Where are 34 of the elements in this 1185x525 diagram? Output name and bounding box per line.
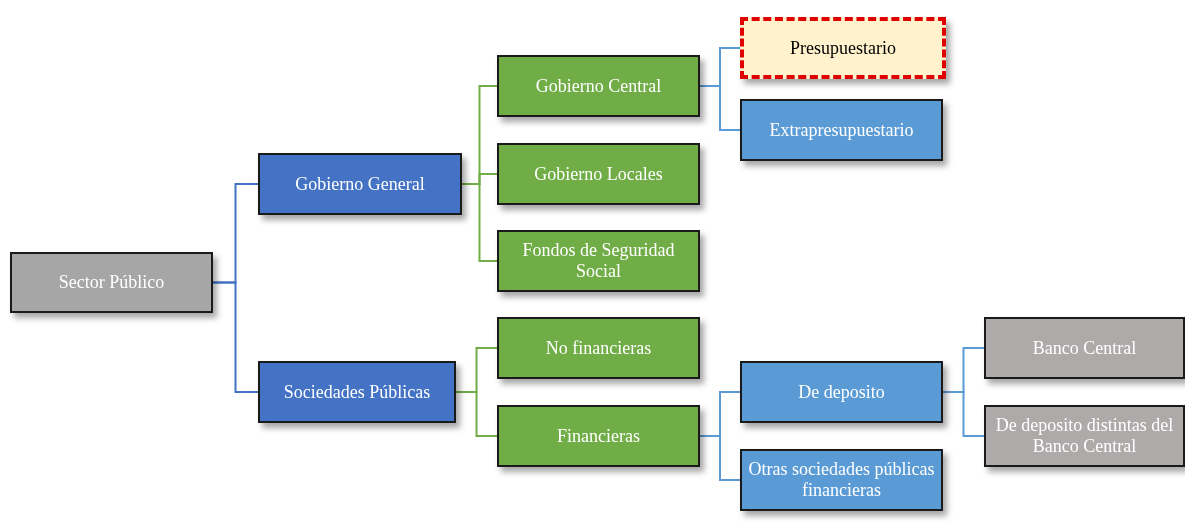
- box-label: Sector Público: [58, 272, 165, 293]
- category-box: [497, 55, 700, 117]
- category-box: [497, 317, 700, 379]
- category-box: [740, 99, 943, 161]
- category-box: [497, 230, 700, 292]
- connector-line: [942, 391, 985, 437]
- box-label: Banco Central: [1032, 337, 1137, 359]
- category-box: [258, 361, 456, 423]
- category-box: [984, 405, 1185, 467]
- connector-line: [699, 85, 741, 131]
- connector-line: [212, 281, 259, 393]
- box-label: Gobierno General: [295, 173, 425, 195]
- connector-line: [461, 183, 498, 262]
- category-box: [740, 449, 943, 511]
- highlighted-category-box: [740, 17, 946, 79]
- category-box: [10, 252, 213, 313]
- connector-line: [699, 435, 741, 481]
- box-label: Otras sociedades públicas financieras: [748, 459, 935, 501]
- category-box: [497, 405, 700, 467]
- box-label: De deposito: [798, 381, 885, 403]
- box-label: Extrapresupuestario: [769, 119, 914, 141]
- box-label: Sociedades Públicas: [283, 381, 431, 403]
- category-box: [258, 153, 462, 215]
- box-label: No financieras: [545, 337, 652, 359]
- category-box: [497, 143, 700, 205]
- box-label: Gobierno Locales: [534, 163, 663, 185]
- box-label: Fondos de Seguridad Social: [521, 240, 676, 282]
- category-box: [984, 317, 1185, 379]
- box-label: Gobierno Central: [535, 75, 662, 97]
- category-box: [740, 361, 943, 423]
- box-label: Presupuestario: [790, 37, 896, 59]
- box-label: De deposito distintas del Banco Central: [994, 415, 1175, 457]
- box-label: Financieras: [557, 425, 640, 447]
- connector-line: [455, 391, 498, 437]
